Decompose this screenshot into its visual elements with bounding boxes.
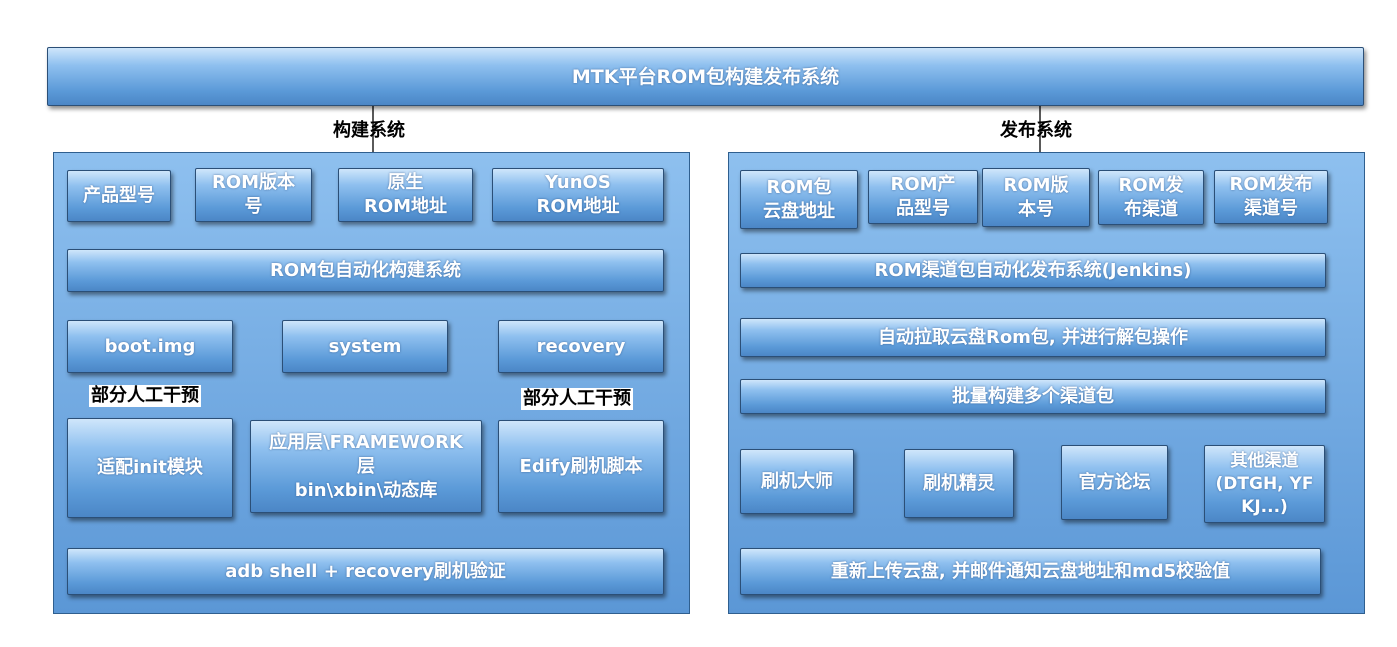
release-heading: 发布系统 bbox=[1000, 120, 1072, 141]
module-init-adapter: 适配init模块 bbox=[67, 418, 233, 518]
release-batch-build: 批量构建多个渠道包 bbox=[740, 379, 1326, 414]
system-title-bar: MTK平台ROM包构建发布系统 bbox=[47, 47, 1364, 106]
channel-others: 其他渠道 (DTGH, YF KJ...) bbox=[1204, 445, 1325, 523]
release-input-version: ROM版 本号 bbox=[982, 168, 1090, 227]
build-heading: 构建系统 bbox=[333, 120, 405, 141]
release-upload-notify: 重新上传云盘, 并邮件通知云盘地址和md5校验值 bbox=[740, 548, 1321, 595]
build-panel bbox=[53, 152, 690, 614]
build-input-native-rom-address: 原生 ROM地址 bbox=[338, 168, 473, 222]
build-verify: adb shell + recovery刷机验证 bbox=[67, 548, 664, 595]
manual-intervention-label-left: 部分人工干预 bbox=[89, 385, 201, 407]
release-input-product-model: ROM产 品型号 bbox=[868, 170, 978, 224]
part-recovery: recovery bbox=[498, 320, 664, 373]
release-auto-system: ROM渠道包自动化发布系统(Jenkins) bbox=[740, 253, 1326, 288]
channel-shuaji-dashi: 刷机大师 bbox=[740, 449, 854, 514]
system-title: MTK平台ROM包构建发布系统 bbox=[571, 65, 840, 88]
build-auto-system: ROM包自动化构建系统 bbox=[67, 249, 664, 292]
part-system: system bbox=[282, 320, 448, 373]
module-framework-libs: 应用层\FRAMEWORK 层 bin\xbin\动态库 bbox=[250, 420, 482, 513]
release-input-cloud-address: ROM包 云盘地址 bbox=[740, 170, 858, 229]
module-edify-script: Edify刷机脚本 bbox=[498, 420, 664, 513]
channel-official-forum: 官方论坛 bbox=[1061, 445, 1168, 520]
part-boot-img: boot.img bbox=[67, 320, 233, 373]
release-pull-unpack: 自动拉取云盘Rom包, 并进行解包操作 bbox=[740, 318, 1326, 357]
release-input-channel: ROM发 布渠道 bbox=[1098, 170, 1204, 225]
build-input-product-model: 产品型号 bbox=[67, 170, 171, 222]
build-input-rom-version: ROM版本 号 bbox=[195, 168, 312, 222]
release-input-channel-number: ROM发布 渠道号 bbox=[1214, 170, 1328, 224]
manual-intervention-label-right: 部分人工干预 bbox=[521, 388, 633, 410]
build-input-yunos-rom-address: YunOS ROM地址 bbox=[492, 168, 664, 222]
channel-shuaji-jingling: 刷机精灵 bbox=[904, 449, 1014, 518]
